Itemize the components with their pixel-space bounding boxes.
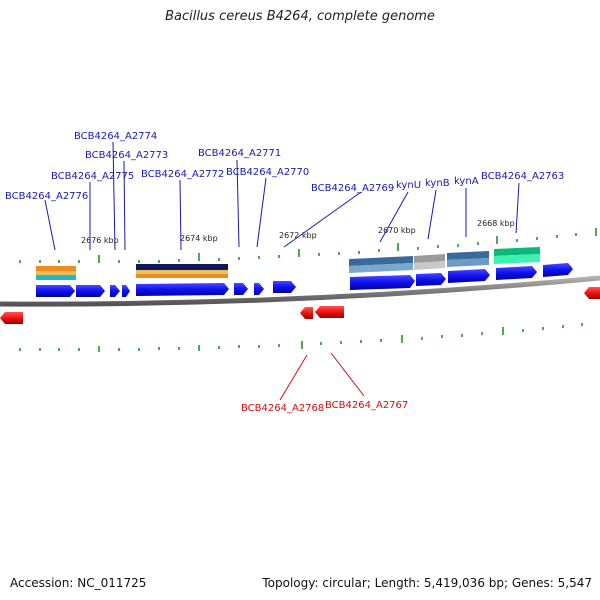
leader-a2763 <box>515 182 520 234</box>
genome-backbone <box>0 275 600 307</box>
label-a2773: BCB4264_A2773 <box>85 150 168 161</box>
gene-a2773[interactable] <box>122 285 130 297</box>
gene-a2769[interactable] <box>273 281 296 293</box>
label-a2776: BCB4264_A2776 <box>5 191 88 202</box>
gene-a2771[interactable] <box>234 283 248 295</box>
label-a2772: BCB4264_A2772 <box>141 169 224 180</box>
genome-title: Bacillus cereus B4264, complete genome <box>165 9 435 24</box>
gene-a2776[interactable] <box>36 285 75 297</box>
label-kynB: kynB <box>425 178 450 189</box>
gene-a2770[interactable] <box>254 283 264 295</box>
leader-a2770 <box>256 177 267 248</box>
leader-a2773 <box>123 160 126 251</box>
gene-a2767[interactable] <box>315 306 344 318</box>
label-a2768: BCB4264_A2768 <box>241 403 324 414</box>
kbp-label-2674: 2674 kbp <box>180 234 218 243</box>
leader-a2774 <box>112 141 116 251</box>
gene-kynU[interactable] <box>350 275 415 290</box>
gene-a2774[interactable] <box>110 285 120 297</box>
leader-kynU <box>379 191 409 243</box>
leader-a2772 <box>179 179 182 251</box>
gene-a2763[interactable] <box>543 263 573 277</box>
label-a2775: BCB4264_A2775 <box>51 171 134 182</box>
leader-a2768 <box>279 354 308 401</box>
accession-text: Accession: NC_011725 <box>10 576 147 590</box>
kbp-label-2676: 2676 kbp <box>81 236 119 245</box>
kbp-label-2670: 2670 kbp <box>378 226 416 235</box>
gene-kynA[interactable] <box>448 269 490 283</box>
feature-box-a2763[interactable] <box>494 247 540 264</box>
forward-ticks <box>19 228 597 263</box>
label-a2774: BCB4264_A2774 <box>74 131 157 142</box>
kbp-label-2668: 2668 kbp <box>477 219 515 228</box>
label-a2767: BCB4264_A2767 <box>325 400 408 411</box>
genome-summary-text: Topology: circular; Length: 5,419,036 bp… <box>262 576 592 590</box>
feature-box-kyn-region[interactable] <box>349 251 489 273</box>
feature-box-a2776[interactable] <box>36 266 76 280</box>
gene-a2775[interactable] <box>76 285 105 297</box>
leader-kynB <box>427 189 437 240</box>
reverse-ticks <box>19 323 583 352</box>
leader-a2769 <box>283 191 362 248</box>
label-kynA: kynA <box>454 176 479 187</box>
label-a2771: BCB4264_A2771 <box>198 148 281 159</box>
gene-kynB[interactable] <box>416 273 446 286</box>
leader-a2771 <box>236 159 240 248</box>
label-a2770: BCB4264_A2770 <box>226 167 309 178</box>
gene-a2764[interactable] <box>496 266 537 280</box>
gene-a2772[interactable] <box>136 283 229 296</box>
label-a2769: BCB4264_A2769 <box>311 183 394 194</box>
gene-reverse-left-edge[interactable] <box>0 312 23 324</box>
kbp-label-2672: 2672 kbp <box>279 231 317 240</box>
feature-box-a2772[interactable] <box>136 264 228 278</box>
leader-a2767 <box>330 352 365 397</box>
gene-reverse-right-edge[interactable] <box>584 287 600 299</box>
label-a2763: BCB4264_A2763 <box>481 171 564 182</box>
label-kynU: kynU <box>396 180 421 191</box>
gene-a2768[interactable] <box>300 307 313 319</box>
leader-a2776 <box>44 199 56 251</box>
